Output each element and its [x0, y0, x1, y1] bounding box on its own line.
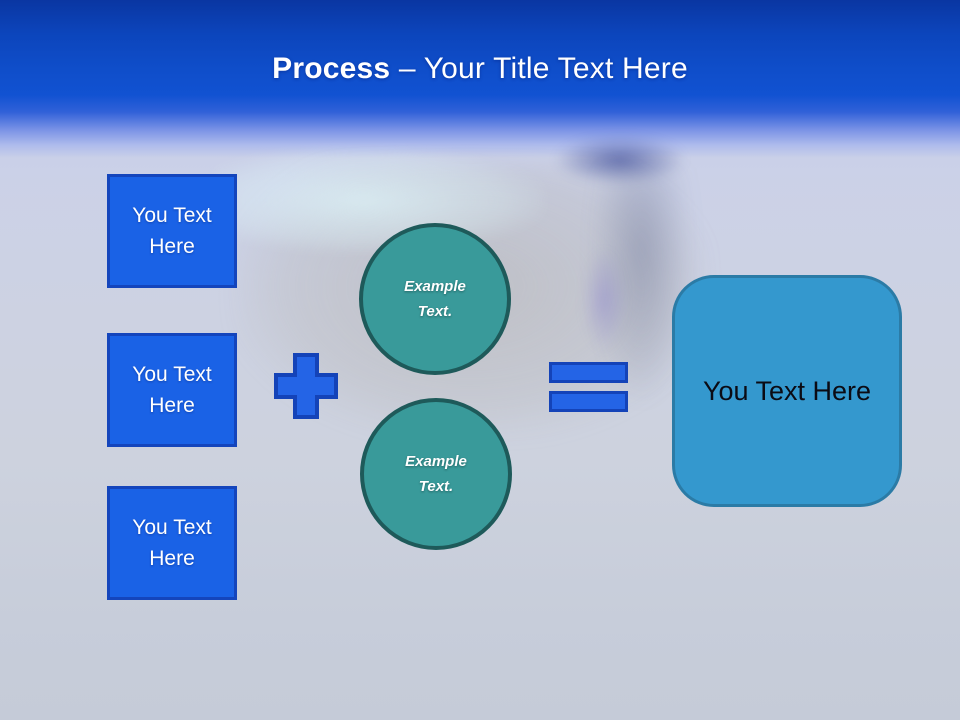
equals-bar-top — [549, 362, 628, 383]
background-photo-purple-smudge — [582, 248, 626, 353]
example-circle-2[interactable]: Example Text. — [360, 398, 512, 550]
header-gradient-band — [0, 0, 960, 175]
equals-icon[interactable] — [549, 362, 628, 412]
input-box-2-label: You Text Here — [132, 362, 212, 418]
title-keyword: Process — [272, 52, 391, 85]
input-box-3-label: You Text Here — [132, 515, 212, 571]
result-box-label: You Text Here — [702, 375, 872, 406]
result-box[interactable]: You Text Here — [672, 275, 902, 507]
example-circle-1[interactable]: Example Text. — [359, 223, 511, 375]
equals-bar-bottom — [549, 391, 628, 412]
input-box-1-label: You Text Here — [132, 203, 212, 259]
example-circle-2-label: Example Text. — [405, 452, 467, 496]
title-subtitle: – Your Title Text Here — [390, 52, 688, 85]
input-box-1[interactable]: You Text Here — [107, 174, 237, 288]
example-circle-1-label: Example Text. — [404, 277, 466, 321]
slide-title[interactable]: Process – Your Title Text Here — [0, 52, 960, 86]
plus-icon[interactable] — [274, 353, 338, 419]
input-box-3[interactable]: You Text Here — [107, 486, 237, 600]
input-box-2[interactable]: You Text Here — [107, 333, 237, 447]
